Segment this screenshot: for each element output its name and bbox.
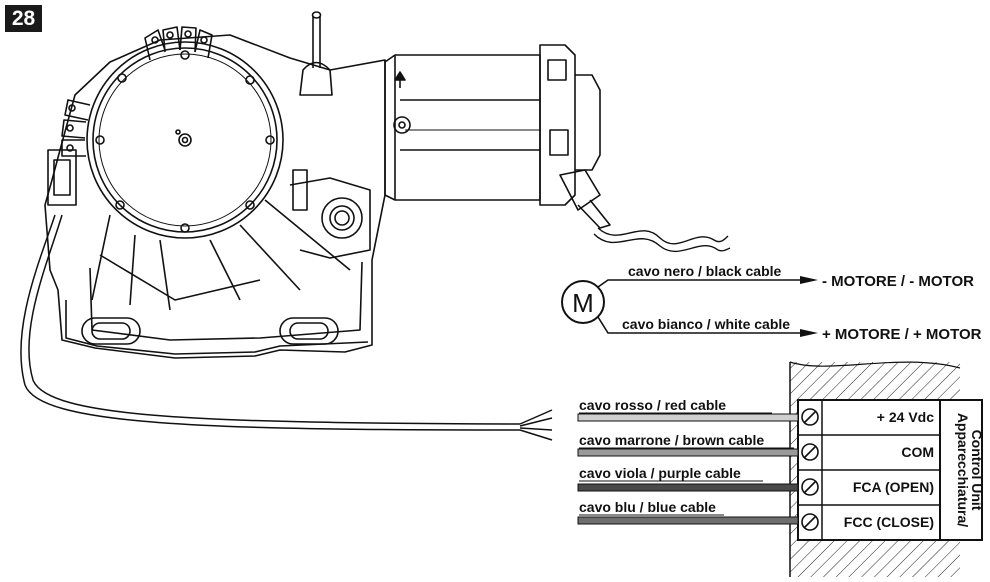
white-cable-label: cavo bianco / white cable	[622, 316, 790, 332]
motor-symbol-circle	[561, 280, 605, 324]
terminal-screw-4-icon	[801, 513, 819, 531]
purple-cable-label: cavo viola / purple cable	[579, 465, 741, 481]
brown-cable-wire	[577, 448, 799, 457]
figure-number-badge: 28	[5, 5, 42, 32]
control-unit: + 24 Vdc COM FCA (OPEN) FCC (CLOSE) Appa…	[789, 361, 985, 577]
terminal-label-24vdc: + 24 Vdc	[877, 409, 934, 425]
limit-switch-cable	[20, 214, 553, 441]
red-cable-wire	[577, 413, 799, 422]
motor-connection: M cavo nero / black cable cavo bianco / …	[561, 263, 982, 343]
arrow-plus-icon	[800, 329, 818, 337]
terminal-screw-2-icon	[801, 443, 819, 461]
blue-cable-label: cavo blu / blue cable	[579, 499, 716, 515]
black-cable-label: cavo nero / black cable	[628, 263, 782, 279]
arrow-minus-icon	[800, 276, 818, 284]
motor-minus-terminal: - MOTORE / - MOTOR	[822, 273, 974, 290]
motor-plus-terminal: + MOTORE / + MOTOR	[822, 326, 982, 343]
terminal-label-fca-open: FCA (OPEN)	[853, 479, 934, 495]
control-unit-title-line1: Apparecchiatura/	[955, 413, 971, 527]
brown-cable-label: cavo marrone / brown cable	[579, 432, 764, 448]
terminal-label-fcc-close: FCC (CLOSE)	[844, 514, 934, 530]
limit-switch-wires: cavo rosso / red cable cavo marrone / br…	[577, 397, 799, 525]
terminal-screw-3-icon	[801, 478, 819, 496]
red-cable-label: cavo rosso / red cable	[579, 397, 726, 413]
terminal-label-com: COM	[901, 444, 934, 460]
terminal-screw-1-icon	[801, 408, 819, 426]
blue-cable-wire	[577, 516, 799, 525]
control-unit-title-line2: Control Unit	[969, 430, 985, 511]
purple-cable-wire	[577, 483, 799, 492]
motor-symbol-label: M	[572, 288, 594, 318]
gear-motor-illustration	[44, 11, 731, 359]
